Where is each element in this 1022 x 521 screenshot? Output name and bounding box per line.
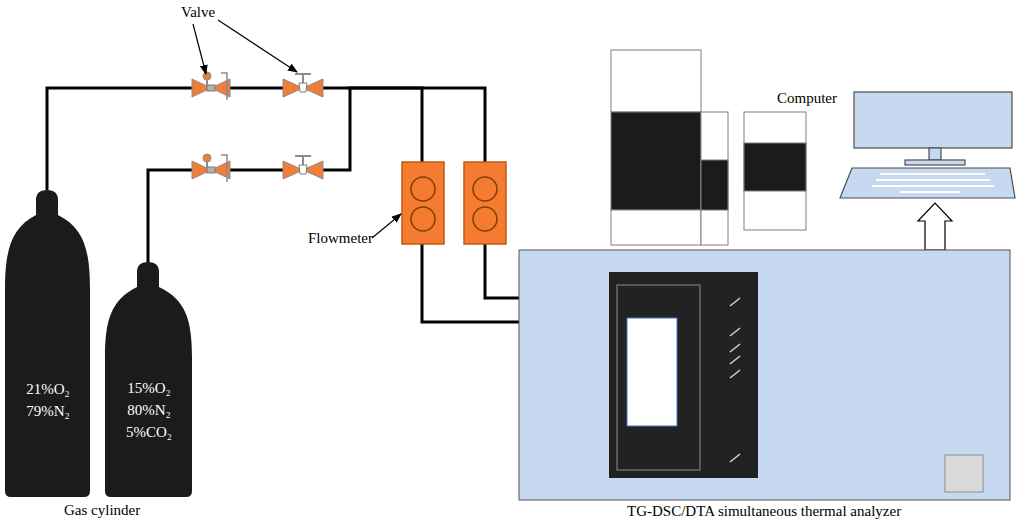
gas-composition: 15%O₂ 80%N₂ 5%CO₂ — [118, 377, 180, 443]
part-label: Valve — [181, 4, 215, 21]
flowmeter-symbol — [402, 162, 444, 244]
part-label: Flowmeter — [308, 230, 373, 247]
valve-symbol — [283, 74, 323, 97]
leader-arrow — [218, 20, 297, 72]
data-arrow — [918, 203, 952, 250]
part-label: Gas cylinder — [64, 502, 140, 519]
gas-cylinder — [5, 190, 90, 497]
device-caption: TG-DSC/DTA simultaneous thermal analyzer — [627, 503, 901, 520]
valve-symbol — [192, 154, 230, 182]
gas-cylinder: 15%O₂ 80%N₂ 5%CO₂ — [105, 262, 192, 497]
valve-symbol — [192, 72, 230, 100]
furnace-module — [611, 50, 806, 245]
computer-icon — [840, 92, 1015, 198]
analyzer-body — [519, 250, 1010, 500]
leader-arrow — [372, 214, 401, 238]
gas-pipe — [148, 88, 519, 298]
device-label: Computer — [777, 90, 837, 107]
thermal-analyzer: TG-DSC/DTA simultaneous thermal analyzer — [519, 250, 1010, 500]
valve-symbol — [283, 156, 323, 179]
gas-cylinder: 21%O₂ 79%N₂ — [5, 190, 90, 497]
computer: Computer — [840, 88, 1015, 200]
gas-cylinder — [105, 262, 192, 497]
gas-composition: 21%O₂ 79%N₂ — [17, 378, 79, 422]
gas-pipe — [47, 88, 519, 322]
flowmeter-symbol — [464, 162, 506, 244]
leader-arrow — [193, 24, 206, 74]
